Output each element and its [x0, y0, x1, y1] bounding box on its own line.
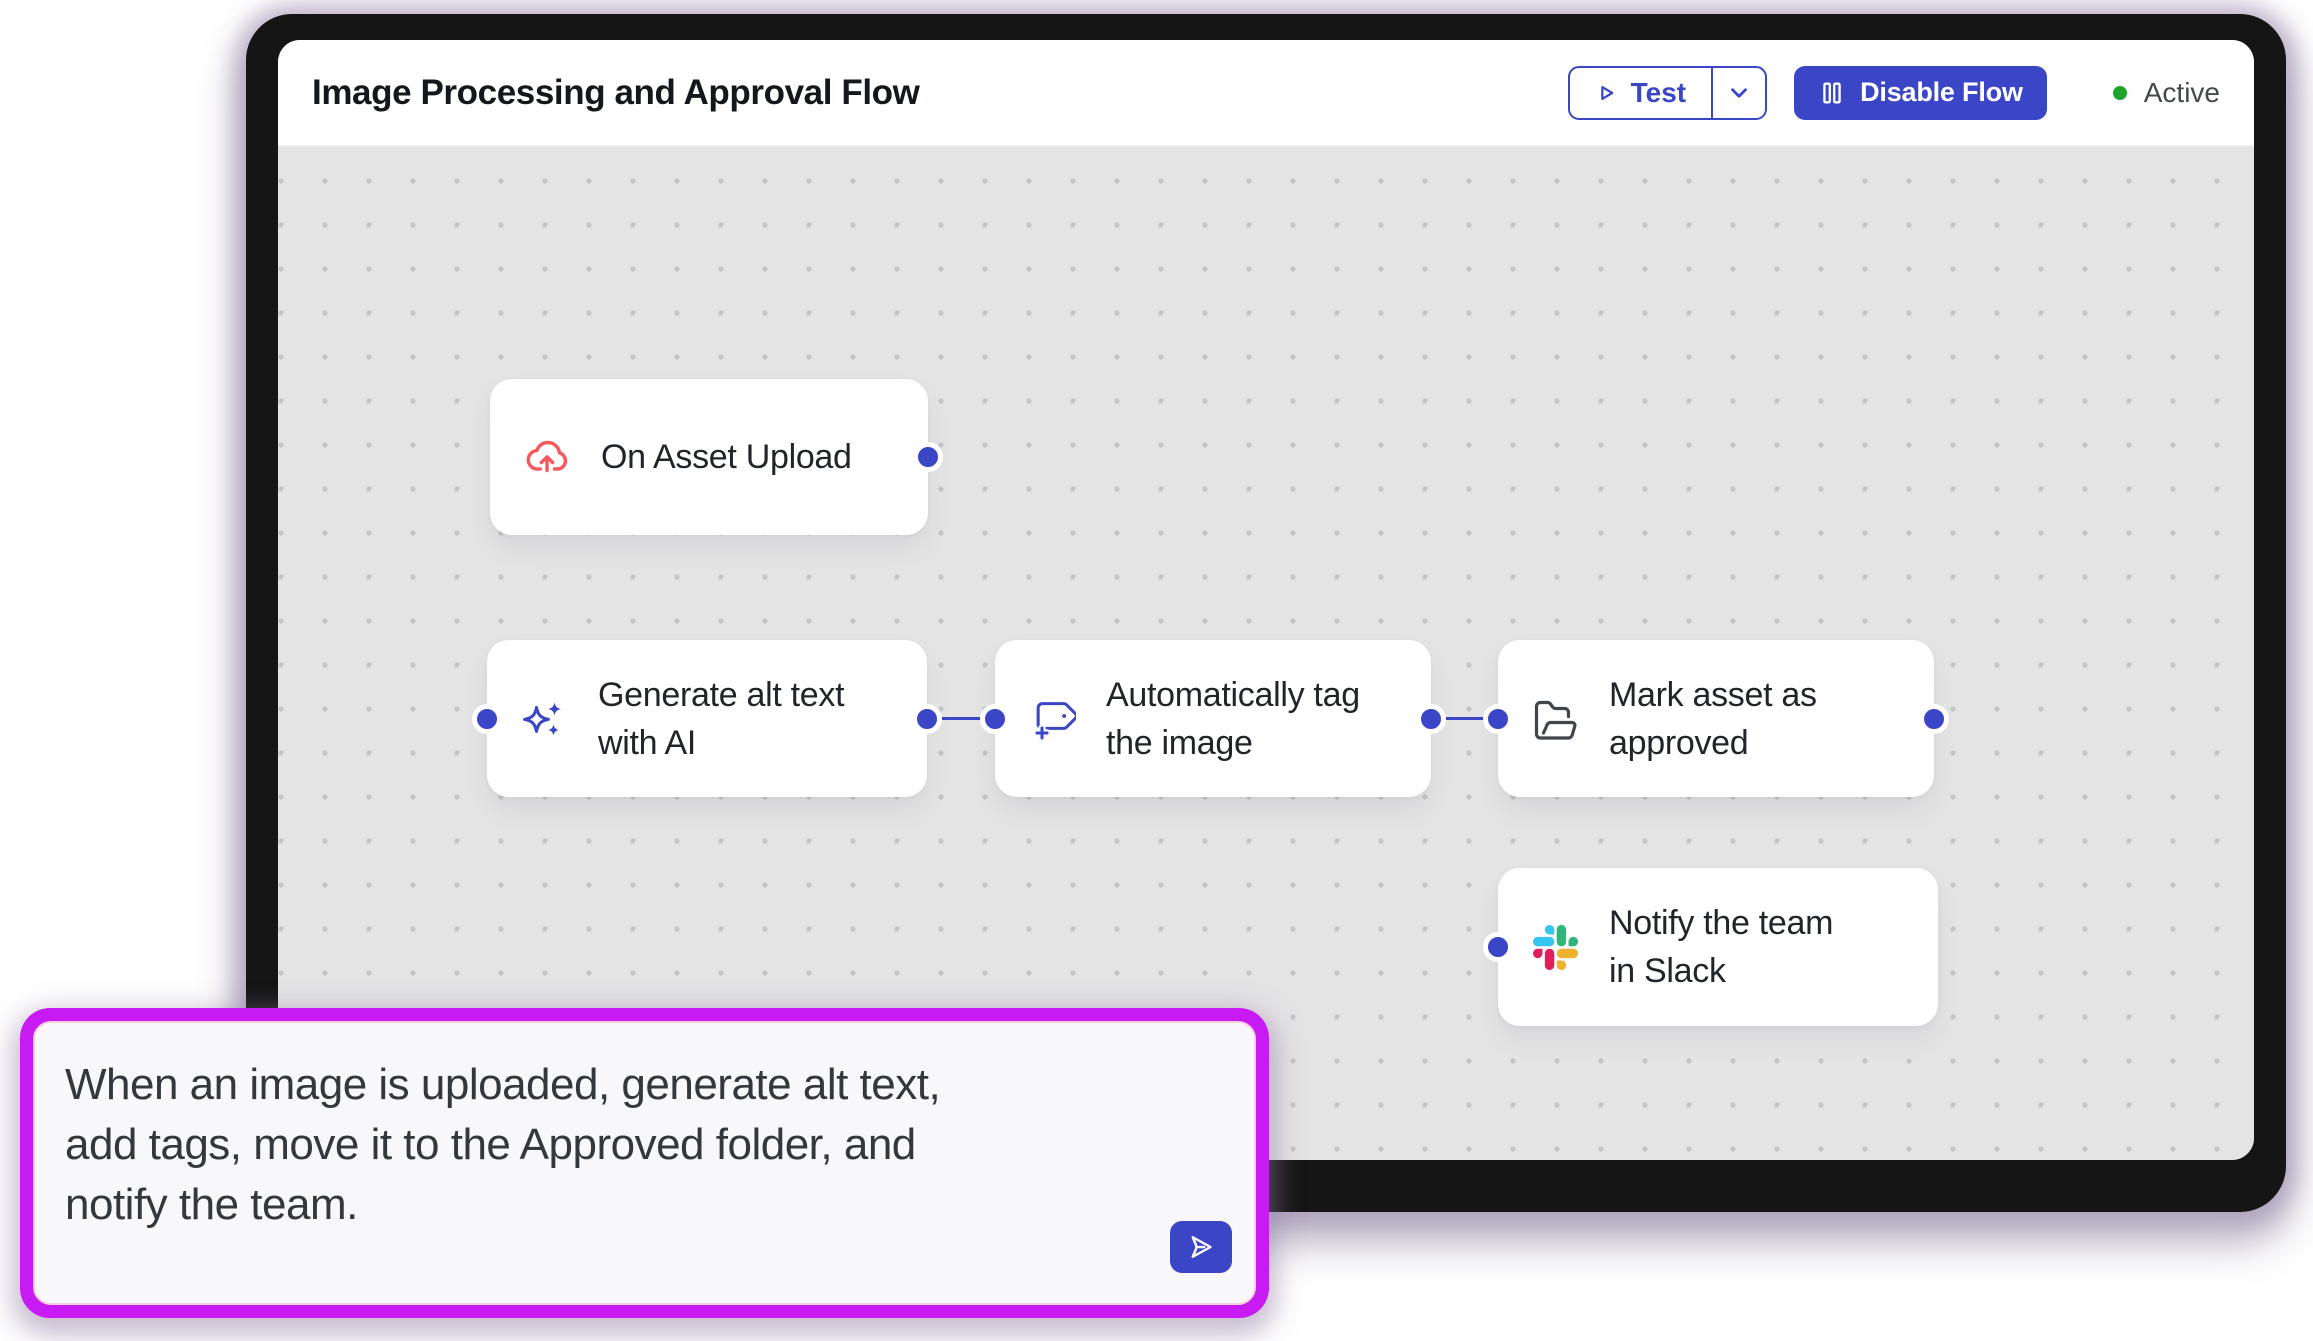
slack-icon — [1531, 923, 1579, 971]
node-auto-tag[interactable]: Automatically tag the image — [980, 640, 1446, 797]
prompt-card: When an image is uploaded, generate alt … — [20, 1008, 1269, 1318]
connection-handle-in[interactable] — [980, 703, 1010, 734]
status-indicator: Active — [2112, 76, 2220, 109]
window-frame: Image Processing and Approval Flow Test — [246, 14, 2286, 1212]
flow-builder-window: Image Processing and Approval Flow Test — [278, 40, 2254, 1160]
node-label: Mark asset as approved — [1609, 675, 1817, 762]
connection-handle-out[interactable] — [1416, 703, 1446, 734]
test-dropdown-button[interactable] — [1711, 67, 1765, 118]
prompt-input[interactable]: When an image is uploaded, generate alt … — [65, 1060, 941, 1229]
folder-open-icon — [1531, 695, 1579, 743]
send-icon — [1186, 1232, 1216, 1262]
play-icon — [1595, 82, 1617, 104]
chevron-down-icon — [1726, 80, 1752, 106]
node-mark-approved[interactable]: Mark asset as approved — [1483, 640, 1949, 797]
connector-tag-to-approve — [1431, 717, 1498, 720]
app-header: Image Processing and Approval Flow Test — [278, 40, 2254, 147]
test-button[interactable]: Test — [1570, 68, 1712, 118]
disable-flow-button[interactable]: Disable Flow — [1794, 65, 2047, 120]
node-generate-alt-text[interactable]: Generate alt text with AI — [472, 640, 942, 797]
node-label: On Asset Upload — [601, 438, 852, 476]
sparkles-icon — [520, 695, 568, 743]
node-on-asset-upload[interactable]: On Asset Upload — [490, 379, 943, 535]
test-button-label: Test — [1630, 76, 1687, 108]
status-dot — [2112, 85, 2127, 100]
connection-handle-in[interactable] — [1483, 703, 1513, 734]
connection-handle-in[interactable] — [1483, 932, 1513, 962]
node-label: Generate alt text with AI — [598, 675, 845, 762]
connection-handle-out[interactable] — [913, 442, 943, 472]
send-button[interactable] — [1170, 1221, 1232, 1273]
tag-plus-icon — [1028, 695, 1076, 743]
node-label: Notify the team in Slack — [1609, 904, 1834, 990]
node-label: Automatically tag the image — [1106, 675, 1360, 762]
cloud-upload-icon — [523, 433, 571, 481]
pause-icon — [1818, 79, 1846, 107]
test-split-button[interactable]: Test — [1567, 65, 1768, 120]
prompt-inner: When an image is uploaded, generate alt … — [33, 1021, 1256, 1305]
connection-handle-out[interactable] — [912, 703, 942, 734]
connection-handle-out[interactable] — [1919, 703, 1949, 734]
status-label: Active — [2143, 76, 2220, 108]
node-notify-slack[interactable]: Notify the team in Slack — [1483, 868, 1938, 1026]
connector-alttext-to-tag — [927, 717, 995, 720]
flow-canvas[interactable]: On Asset Upload Generate alt text with A… — [278, 147, 2254, 1160]
disable-flow-label: Disable Flow — [1860, 77, 2023, 107]
connection-handle-in[interactable] — [472, 703, 502, 734]
page-title: Image Processing and Approval Flow — [312, 72, 920, 112]
